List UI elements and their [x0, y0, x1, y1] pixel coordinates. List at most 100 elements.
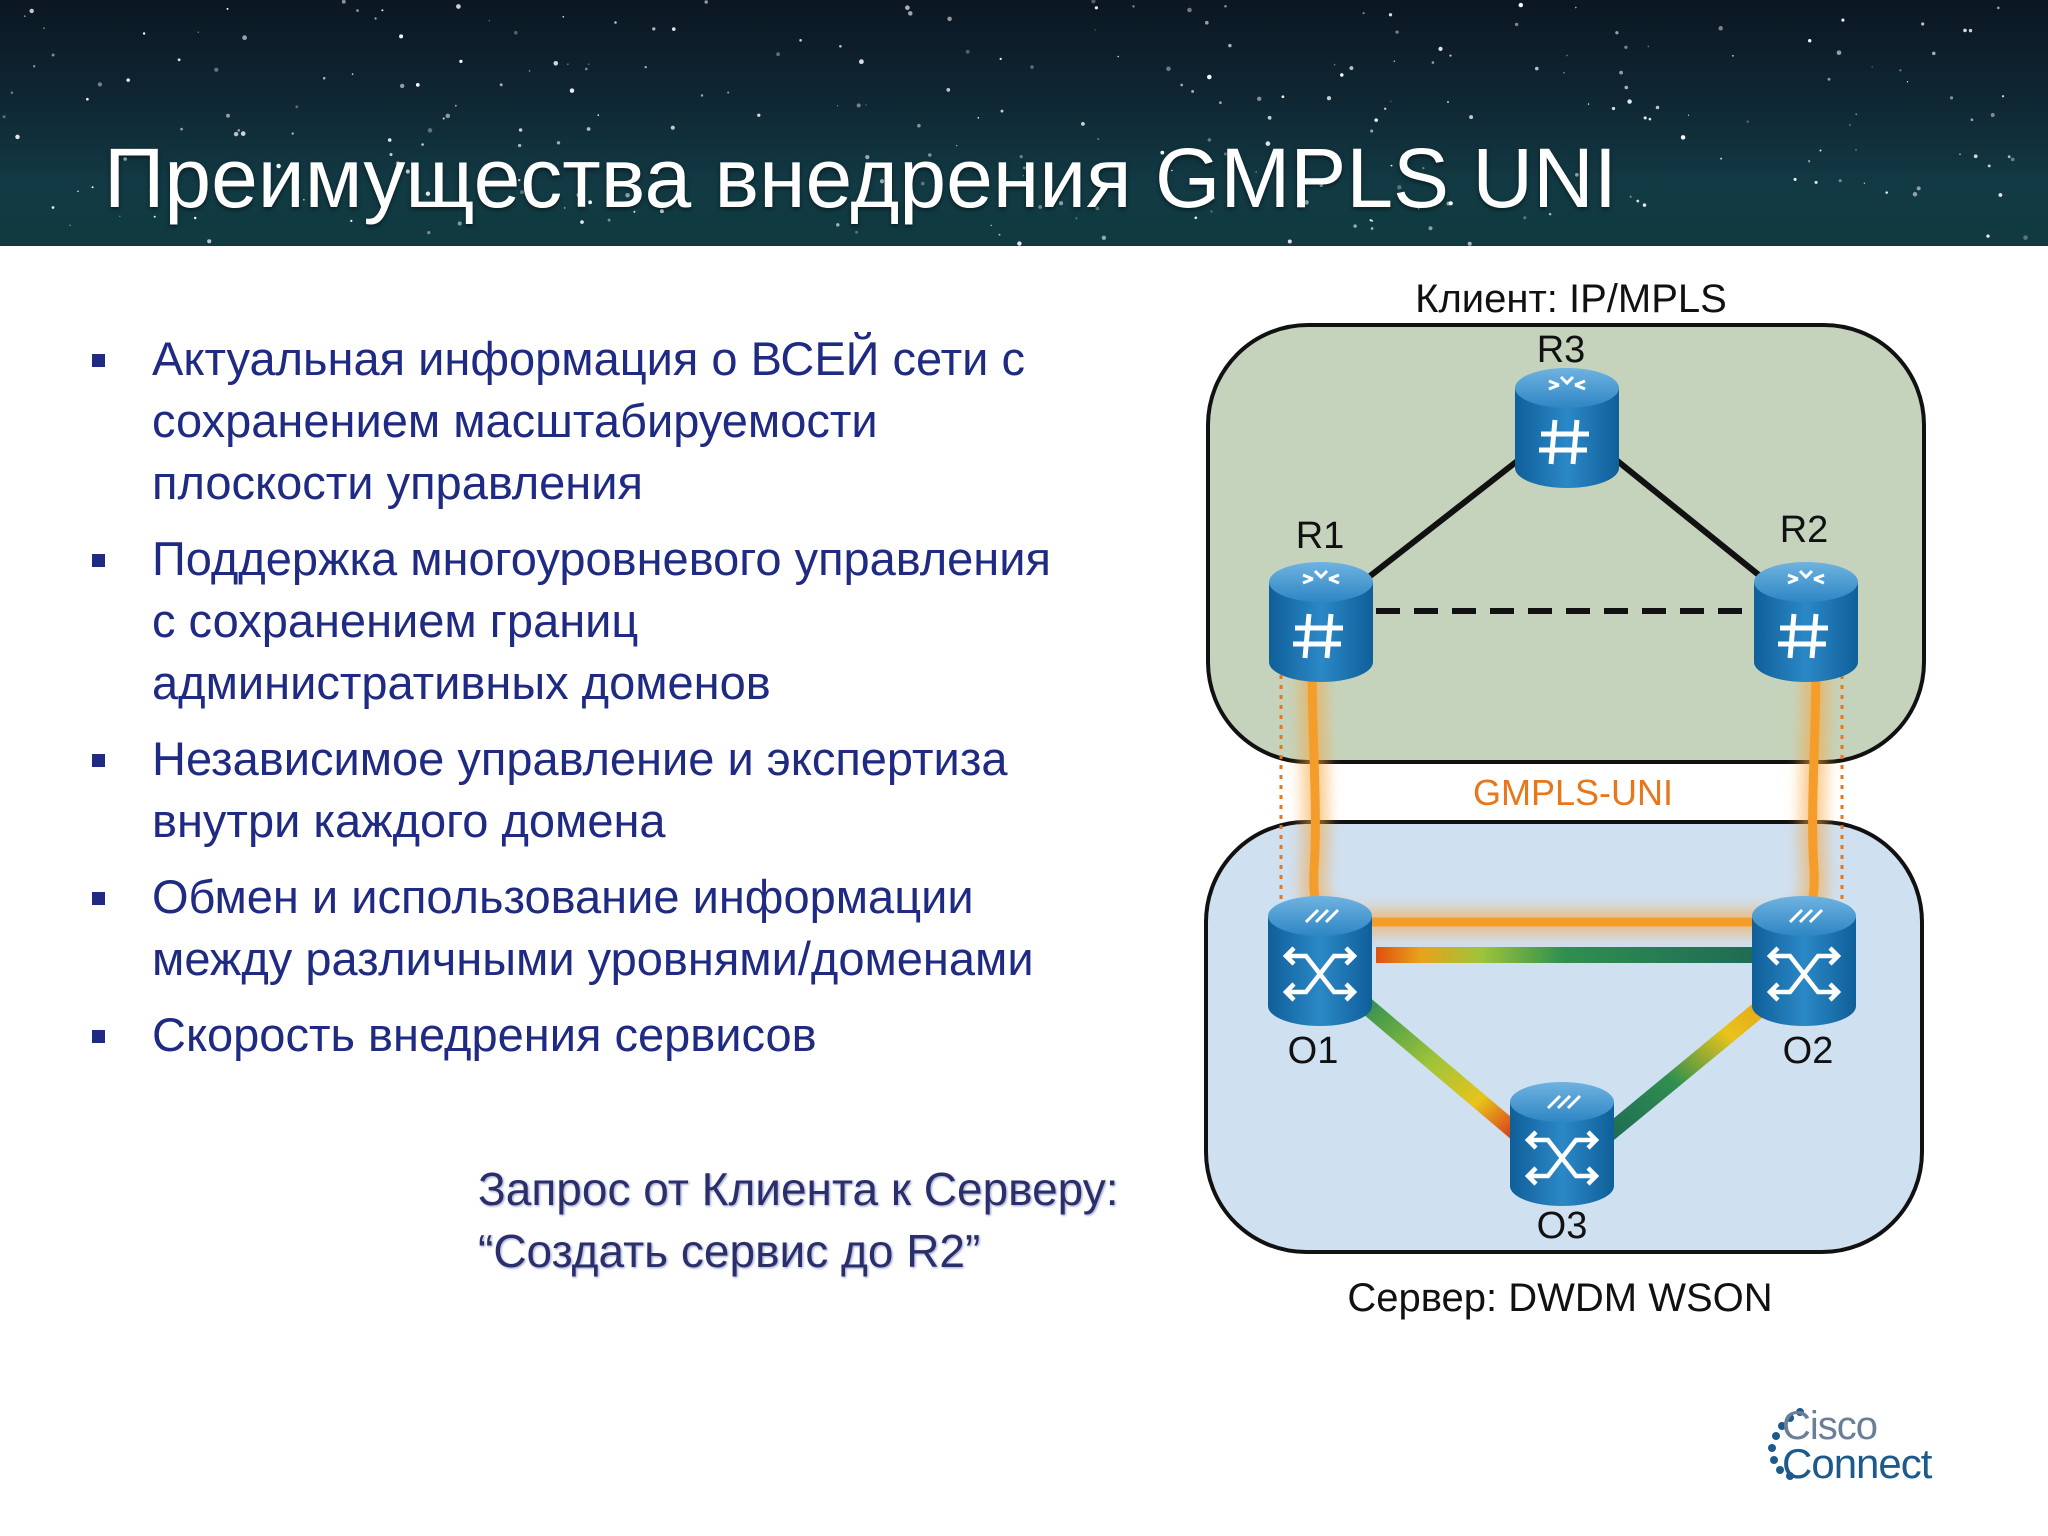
star — [1624, 45, 1628, 49]
bullet-line: Скорость внедрения сервисов — [152, 1008, 817, 1061]
star — [776, 52, 780, 57]
star — [1211, 196, 1215, 200]
star — [1030, 65, 1034, 69]
star — [1395, 30, 1399, 34]
star — [1996, 6, 2000, 10]
star — [1921, 22, 1925, 26]
star — [1390, 100, 1392, 102]
bullet-square-icon — [92, 1030, 105, 1043]
star — [1523, 216, 1527, 220]
star — [1180, 83, 1184, 87]
star — [999, 57, 1002, 61]
star — [879, 179, 885, 184]
star — [956, 144, 958, 147]
star — [553, 61, 559, 66]
optical-node-o2 — [1752, 896, 1856, 1026]
star — [1094, 29, 1096, 31]
star — [1326, 96, 1332, 101]
lightpath-o1-o3 — [1356, 995, 1524, 1141]
star — [1449, 54, 1452, 57]
star — [1624, 85, 1629, 90]
star — [1731, 54, 1734, 57]
star — [1038, 205, 1043, 209]
star — [1566, 54, 1568, 57]
star — [1219, 101, 1222, 105]
star — [1970, 118, 1974, 121]
star — [865, 104, 867, 106]
hash-icon — [1539, 419, 1589, 465]
star — [15, 134, 20, 140]
star — [1207, 138, 1212, 142]
optical-node-o3-label: O3 — [1537, 1205, 1588, 1247]
router-r2-label: R2 — [1780, 509, 1829, 551]
star — [399, 83, 405, 89]
star — [91, 186, 94, 189]
star — [1095, 206, 1100, 211]
star — [1548, 212, 1552, 216]
star — [348, 167, 353, 173]
star — [1687, 114, 1690, 116]
link-r1-r3 — [1363, 452, 1527, 583]
star — [1720, 157, 1723, 160]
star — [765, 191, 769, 195]
optical-switch-icon — [1766, 946, 1842, 1002]
star — [576, 192, 582, 198]
star — [1469, 115, 1474, 120]
star — [1574, 6, 1577, 9]
star — [1374, 118, 1378, 122]
star — [214, 67, 219, 72]
star — [193, 216, 197, 220]
optical-node-o2-label: O2 — [1783, 1030, 1834, 1072]
star — [1075, 217, 1078, 220]
star — [1224, 5, 1227, 8]
star — [149, 190, 153, 194]
star — [427, 230, 431, 235]
bullet-square-icon — [92, 892, 105, 905]
star — [1059, 201, 1064, 206]
star — [1091, 0, 1096, 4]
star — [399, 34, 404, 39]
request-caption: Запрос от Клиента к Серверу: “Создать се… — [478, 1158, 1238, 1282]
star — [1973, 154, 1978, 159]
star — [2007, 155, 2011, 159]
star — [670, 125, 675, 130]
star — [341, 0, 346, 4]
star — [356, 9, 359, 12]
star — [2001, 95, 2005, 98]
router-r1-label: R1 — [1296, 515, 1345, 557]
client-domain-label: Клиент: IP/MPLS — [1415, 277, 1727, 321]
star — [1101, 235, 1107, 240]
optical-node-o3 — [1510, 1082, 1614, 1206]
star — [1629, 195, 1632, 198]
star — [177, 58, 181, 62]
star — [917, 123, 921, 128]
star — [1680, 135, 1686, 140]
star — [1836, 50, 1842, 56]
bullet-line: плоскости управления — [152, 456, 643, 509]
bullet-line: с сохранением границ — [152, 594, 639, 647]
star — [1397, 185, 1402, 190]
star — [890, 212, 896, 217]
star — [1959, 153, 1961, 155]
star — [607, 218, 611, 222]
star — [597, 114, 600, 116]
star — [1097, 138, 1099, 140]
star — [1841, 18, 1845, 22]
star — [303, 198, 305, 201]
star — [562, 15, 565, 18]
star — [1333, 63, 1336, 66]
star — [514, 30, 518, 35]
star — [395, 161, 400, 166]
star — [518, 178, 521, 182]
star — [1255, 171, 1257, 173]
star — [51, 53, 55, 57]
star — [415, 83, 420, 87]
star — [1718, 26, 1723, 31]
star — [1655, 105, 1660, 110]
star — [1535, 66, 1539, 71]
star — [1447, 101, 1449, 103]
link-r3-r2 — [1608, 452, 1767, 583]
star — [614, 21, 617, 24]
star — [1899, 69, 1902, 72]
